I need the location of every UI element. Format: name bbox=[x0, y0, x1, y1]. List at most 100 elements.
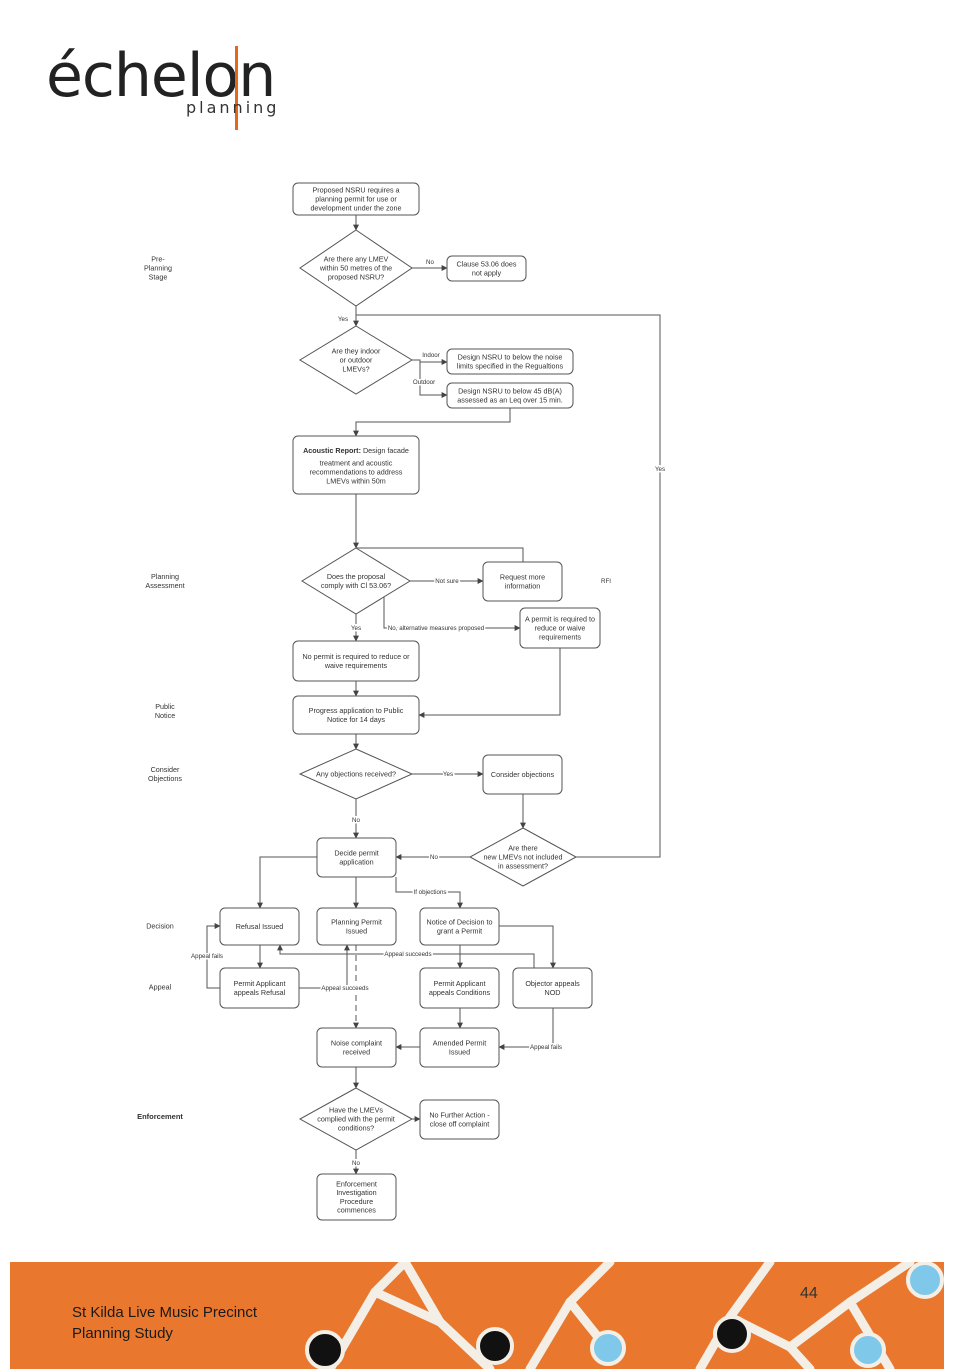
node-clause-not-apply-text: Clause 53.06 does bbox=[457, 260, 517, 269]
echelon-planning-logo: échelon planning bbox=[46, 40, 306, 130]
node-objector-appeals bbox=[512, 967, 593, 1009]
node-acoustic-report-text: recommendations to address bbox=[310, 468, 403, 477]
edge-if-objections bbox=[395, 877, 463, 909]
node-objector-appeals-text: Objector appeals bbox=[525, 979, 580, 988]
label-appeal-fails-objector: Appeal fails bbox=[530, 1044, 562, 1051]
edge-appeal-succeeds-refusal bbox=[299, 944, 350, 989]
node-decide bbox=[316, 837, 397, 878]
node-q-objections bbox=[298, 748, 414, 800]
node-q-new-lmev bbox=[468, 827, 578, 887]
label-appeal-fails-refusal: Appeal fails bbox=[191, 953, 223, 960]
node-q-indoor-text: Are they indoor bbox=[332, 347, 381, 356]
node-permit-issued-text: Issued bbox=[346, 926, 367, 935]
node-enforcement-text: commences bbox=[337, 1206, 376, 1215]
node-appeal-conditions-text: appeals Conditions bbox=[429, 988, 491, 997]
node-decide-text: Decide permit bbox=[334, 849, 378, 858]
node-q-lmev-text: Are there any LMEV bbox=[324, 255, 389, 264]
node-request-info-text: Request more bbox=[500, 573, 545, 582]
node-no-further-text: No Further Action - bbox=[429, 1111, 490, 1120]
node-appeal-refusal-text: Permit Applicant bbox=[234, 979, 286, 988]
edge-permit-required-to-notice bbox=[418, 648, 561, 718]
label-if-objections: If objections bbox=[413, 889, 446, 896]
node-q-new-lmev-text: Are there bbox=[508, 844, 538, 853]
stage-consider-objections-text: Consider bbox=[151, 765, 180, 774]
footer-line-1: St Kilda Live Music Precinct bbox=[72, 1304, 258, 1321]
node-no-further-text: close off complaint bbox=[430, 1119, 489, 1128]
node-noise-complaint bbox=[316, 1027, 397, 1068]
node-q-objections-text: Any objections received? bbox=[316, 770, 396, 779]
node-permit-required-text: requirements bbox=[539, 632, 581, 641]
label-appeal-succeeds-refusal: Appeal succeeds bbox=[321, 985, 368, 992]
stage-appeal-text: Appeal bbox=[149, 983, 172, 992]
node-permit-issued bbox=[316, 907, 397, 946]
node-appeal-refusal-text: appeals Refusal bbox=[234, 988, 286, 997]
edge-outdoor-to-acoustic bbox=[353, 408, 511, 437]
node-q-lmev bbox=[299, 229, 413, 307]
label-alt-measures: No, alternative measures proposed bbox=[388, 625, 485, 632]
node-no-further bbox=[419, 1099, 500, 1140]
node-nod-text: grant a Permit bbox=[437, 926, 482, 935]
footer-banner: St Kilda Live Music Precinct Planning St… bbox=[10, 1262, 944, 1369]
node-start-text: planning permit for use or bbox=[315, 195, 397, 204]
label-not-sure: Not sure bbox=[435, 578, 459, 585]
page-number: 44 bbox=[800, 1285, 818, 1302]
node-q-comply-text: comply with Cl 53.06? bbox=[321, 581, 391, 590]
node-design-outdoor bbox=[446, 382, 574, 409]
node-q-complied-text: Have the LMEVs bbox=[329, 1106, 383, 1115]
stage-public-notice-text: Public bbox=[155, 702, 175, 711]
node-consider-objections-text: Consider objections bbox=[491, 770, 555, 779]
edge-rfi-loop bbox=[356, 547, 524, 562]
label-no-objections: No bbox=[352, 817, 360, 824]
edge-appeal-succeeds-nod bbox=[277, 944, 535, 968]
node-noise-complaint-text: Noise complaint bbox=[331, 1039, 382, 1048]
node-q-complied-text: conditions? bbox=[338, 1123, 374, 1132]
node-q-new-lmev-text: new LMEVs not included bbox=[483, 853, 562, 862]
node-design-indoor bbox=[446, 348, 574, 375]
node-enforcement-text: Enforcement bbox=[336, 1179, 377, 1188]
label-indoor: Indoor bbox=[422, 352, 440, 359]
node-start bbox=[292, 182, 420, 216]
node-q-new-lmev-text: in assessment? bbox=[498, 861, 548, 870]
node-q-comply bbox=[301, 547, 411, 615]
logo-accent-bar bbox=[235, 46, 238, 130]
node-permit-required-text: reduce or waive bbox=[535, 624, 586, 633]
node-appeal-refusal bbox=[219, 967, 300, 1009]
node-q-complied-text: complied with the permit bbox=[317, 1115, 395, 1124]
node-q-lmev-text: within 50 metres of the bbox=[319, 264, 392, 273]
node-q-comply-text: Does the proposal bbox=[327, 572, 386, 581]
node-decide-text: application bbox=[339, 857, 373, 866]
node-nod bbox=[419, 907, 500, 946]
node-enforcement-text: Investigation bbox=[336, 1188, 376, 1197]
node-enforcement-text: Procedure bbox=[340, 1197, 373, 1206]
footer-pattern bbox=[305, 1262, 944, 1369]
node-no-permit bbox=[292, 640, 420, 682]
node-start-text: development under the zone bbox=[310, 203, 401, 212]
label-no-lmev: No bbox=[426, 259, 434, 266]
logo-subtitle: planning bbox=[186, 98, 280, 117]
edge-outdoor bbox=[419, 360, 448, 398]
node-refusal-text: Refusal Issued bbox=[236, 922, 284, 931]
node-amended-permit-text: Issued bbox=[449, 1047, 470, 1056]
node-public-notice-text: Progress application to Public bbox=[309, 706, 404, 715]
node-amended-permit bbox=[419, 1027, 500, 1068]
node-design-outdoor-text: Design NSRU to below 45 dB(A) bbox=[458, 387, 562, 396]
label-yes-lmev: Yes bbox=[338, 316, 348, 323]
node-q-indoor-text: or outdoor bbox=[340, 356, 373, 365]
node-no-permit-text: No permit is required to reduce or bbox=[302, 652, 410, 661]
node-permit-required-text: A permit is required to bbox=[525, 615, 595, 624]
node-consider-objections bbox=[482, 754, 563, 795]
label-no-complied: No bbox=[352, 1160, 360, 1167]
stage-public-notice-text: Notice bbox=[155, 711, 175, 720]
node-acoustic-report-text: LMEVs within 50m bbox=[326, 476, 386, 485]
node-acoustic-report bbox=[292, 435, 420, 495]
edge-nod-to-objector bbox=[499, 925, 556, 969]
stage-decision-text: Decision bbox=[146, 922, 174, 931]
node-appeal-conditions-text: Permit Applicant bbox=[434, 979, 486, 988]
footer-title: St Kilda Live Music Precinct Planning St… bbox=[72, 1302, 257, 1344]
node-permit-required bbox=[519, 607, 601, 649]
edge-new-yes-loop bbox=[356, 314, 661, 858]
node-request-info bbox=[482, 561, 563, 602]
node-acoustic-report-text: treatment and acoustic bbox=[320, 459, 393, 468]
node-appeal-conditions bbox=[419, 967, 500, 1009]
